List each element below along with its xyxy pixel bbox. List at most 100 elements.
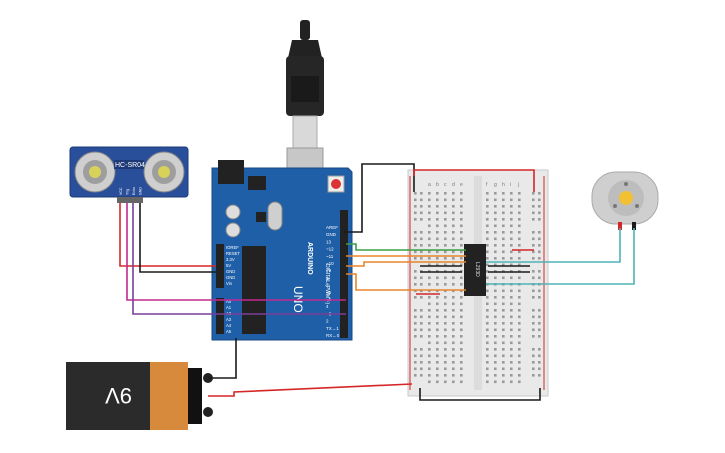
breadboard-hole (444, 374, 447, 377)
breadboard-hole (502, 302, 505, 306)
breadboard-hole (538, 276, 541, 280)
breadboard-hole (420, 335, 423, 338)
breadboard-hole (414, 315, 417, 319)
breadboard-hole (486, 341, 489, 345)
breadboard-hole (510, 380, 513, 384)
breadboard-hole (510, 205, 513, 208)
breadboard-hole (414, 374, 417, 377)
breadboard-hole (444, 335, 447, 338)
breadboard-hole (414, 328, 417, 332)
breadboard-hole (538, 211, 541, 215)
battery-label: 9V (105, 383, 132, 408)
breadboard-column-letter: a (428, 182, 431, 188)
breadboard-hole (538, 270, 541, 273)
breadboard-hole (420, 244, 423, 247)
power-pin-label: GND (226, 269, 235, 274)
breadboard-hole (436, 283, 439, 286)
breadboard-hole (420, 283, 423, 286)
breadboard-hole (518, 192, 521, 195)
breadboard-hole (494, 192, 497, 195)
breadboard-hole (436, 198, 439, 202)
breadboard-hole (444, 198, 447, 202)
breadboard-hole (502, 205, 505, 208)
breadboard-hole (494, 328, 497, 332)
breadboard-hole (518, 231, 521, 234)
breadboard-hole (486, 244, 489, 247)
breadboard-hole (538, 296, 541, 299)
breadboard-hole (502, 250, 505, 254)
breadboard-hole (452, 276, 455, 280)
breadboard-hole (444, 380, 447, 384)
breadboard-hole (436, 309, 439, 312)
breadboard-hole (452, 302, 455, 306)
breadboard-hole (486, 302, 489, 306)
breadboard-column-letter: e (460, 182, 463, 188)
digital-pin-label: 13 (326, 239, 332, 244)
breadboard-hole (538, 367, 541, 371)
breadboard-hole (502, 322, 505, 325)
breadboard-hole (452, 341, 455, 345)
breadboard-column-letter: i (510, 182, 511, 188)
digital-pin-label: RX←0 (326, 333, 340, 338)
breadboard-hole (436, 218, 439, 221)
breadboard-hole (414, 361, 417, 364)
breadboard-hole (486, 296, 489, 299)
breadboard-hole (502, 211, 505, 215)
breadboard-hole (538, 250, 541, 254)
breadboard-hole (518, 250, 521, 254)
battery-9v: 9V (66, 362, 213, 430)
breadboard-hole (494, 309, 497, 312)
breadboard-hole (444, 354, 447, 358)
breadboard-hole (414, 192, 417, 195)
breadboard-hole (486, 335, 489, 338)
breadboard-hole (494, 211, 497, 215)
breadboard-hole (460, 361, 463, 364)
breadboard-hole (510, 315, 513, 319)
breadboard-hole (452, 380, 455, 384)
breadboard-column-letter: f (486, 182, 488, 188)
breadboard-hole (444, 361, 447, 364)
breadboard-hole (452, 309, 455, 312)
breadboard-hole (494, 322, 497, 325)
breadboard-hole (510, 348, 513, 351)
breadboard-hole (460, 211, 463, 215)
breadboard-hole (518, 315, 521, 319)
breadboard-hole (510, 354, 513, 358)
sensor-pin-label: Trig (126, 189, 130, 195)
breadboard-hole (414, 237, 417, 241)
digital-pin-label: AREF (326, 225, 338, 230)
breadboard-hole (452, 224, 455, 228)
digital-pin-label: 7 (326, 283, 329, 288)
wire-d11 (346, 261, 466, 267)
breadboard-hole (414, 257, 417, 260)
breadboard-hole (502, 380, 505, 384)
breadboard-hole (436, 224, 439, 228)
breadboard-hole (444, 257, 447, 260)
breadboard-hole (420, 231, 423, 234)
breadboard-hole (452, 322, 455, 325)
breadboard-hole (420, 315, 423, 319)
breadboard-hole (414, 198, 417, 202)
breadboard-hole (494, 341, 497, 345)
breadboard-column-letter: c (444, 182, 447, 188)
breadboard-hole (414, 322, 417, 325)
breadboard-hole (428, 341, 431, 345)
breadboard-hole (436, 328, 439, 332)
breadboard-hole (420, 257, 423, 260)
breadboard-hole (510, 374, 513, 377)
breadboard-hole (494, 354, 497, 358)
breadboard-hole (452, 361, 455, 364)
breadboard-hole (452, 211, 455, 215)
breadboard-hole (452, 367, 455, 371)
digital-pin-label: 2 (326, 319, 329, 324)
breadboard-hole (510, 192, 513, 195)
breadboard-hole (460, 283, 463, 286)
breadboard-hole (532, 361, 535, 364)
motor-driver-ic: L293D (464, 244, 486, 296)
breadboard-hole (420, 348, 423, 351)
breadboard-hole (518, 289, 521, 293)
breadboard-hole (460, 237, 463, 241)
breadboard-hole (460, 367, 463, 371)
